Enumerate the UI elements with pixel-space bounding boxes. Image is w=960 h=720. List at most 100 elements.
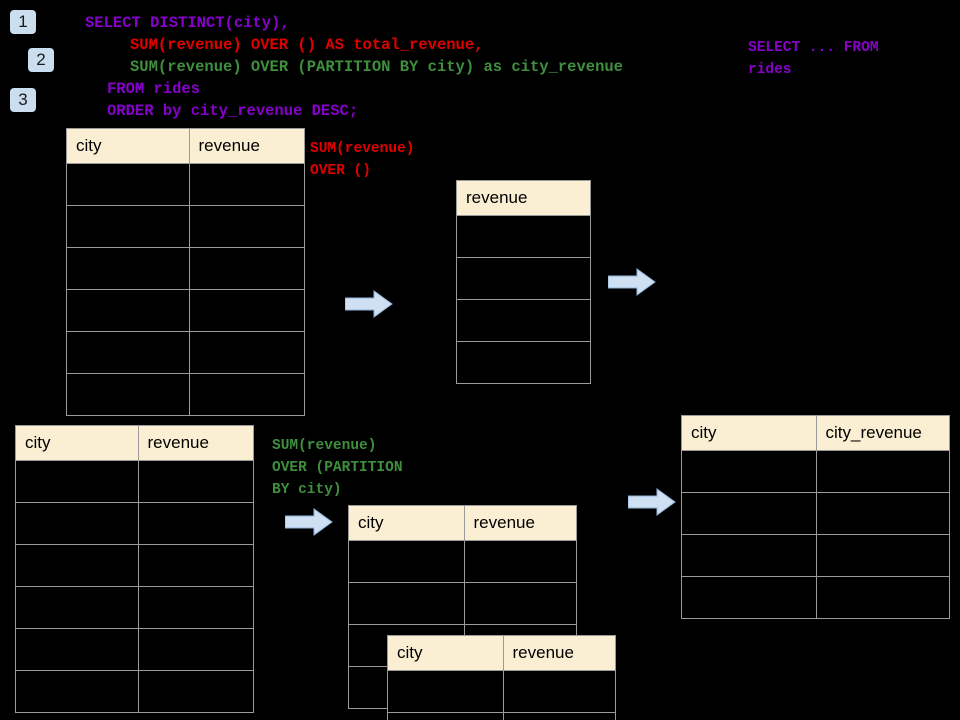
- table-cell-empty: [463, 540, 577, 583]
- table-row: [66, 331, 305, 374]
- table-row: [348, 540, 577, 583]
- table-cell-empty: [456, 299, 591, 342]
- table-cell-empty: [66, 373, 190, 416]
- table-row: [456, 299, 591, 342]
- table-cell-empty: [387, 712, 504, 720]
- table-row: [66, 289, 305, 332]
- column-header-revenue: revenue: [463, 505, 577, 541]
- table-row: [456, 341, 591, 384]
- total-revenue-table: revenue: [456, 180, 591, 384]
- annotation-sum-over-partition: SUM(revenue) OVER (PARTITION BY city): [272, 438, 403, 498]
- column-header-revenue: revenue: [456, 180, 591, 216]
- table-row: [681, 492, 950, 535]
- arrow-source-to-total: [344, 290, 393, 318]
- column-header-city_revenue: city_revenue: [815, 415, 950, 451]
- table-cell-empty: [15, 460, 139, 503]
- step-badge-3: 3: [10, 88, 36, 112]
- table-cell-empty: [348, 540, 465, 583]
- table-row: [456, 257, 591, 300]
- table-cell-empty: [815, 492, 950, 535]
- table-cell-empty: [66, 289, 190, 332]
- table-row: [66, 205, 305, 248]
- table-row: [387, 712, 616, 720]
- table-cell-empty: [681, 492, 817, 535]
- table-row: [66, 163, 305, 206]
- table-row: [15, 586, 254, 629]
- table-cell-empty: [815, 576, 950, 619]
- table-cell-empty: [681, 534, 817, 577]
- table-cell-empty: [815, 534, 950, 577]
- table-cell-empty: [456, 215, 591, 258]
- table-cell-empty: [188, 247, 305, 290]
- table-row: [66, 247, 305, 290]
- column-header-city: city: [681, 415, 817, 451]
- table-cell-empty: [66, 331, 190, 374]
- arrow-total-to-result: [607, 268, 656, 296]
- table-cell-empty: [15, 502, 139, 545]
- sql-line-5: ORDER by city_revenue DESC;: [107, 102, 359, 120]
- table-cell-empty: [66, 247, 190, 290]
- table-cell-empty: [15, 544, 139, 587]
- table-cell-empty: [463, 582, 577, 625]
- table-row: [66, 373, 305, 416]
- table-cell-empty: [188, 163, 305, 206]
- sql-line-4: FROM rides: [107, 80, 201, 98]
- table-row: [15, 460, 254, 503]
- column-header-city: city: [66, 128, 190, 164]
- column-header-city: city: [387, 635, 504, 671]
- table-row: [681, 450, 950, 493]
- annotation-sum-over-empty: SUM(revenue) OVER (): [310, 141, 415, 179]
- table-header-row: revenue: [456, 180, 591, 216]
- table-cell-empty: [188, 289, 305, 332]
- table-cell-empty: [15, 670, 139, 713]
- table-row: [348, 582, 577, 625]
- table-row: [681, 576, 950, 619]
- table-cell-empty: [387, 670, 504, 713]
- table-cell-empty: [137, 544, 254, 587]
- table-cell-empty: [681, 576, 817, 619]
- table-cell-empty: [188, 205, 305, 248]
- table-cell-empty: [137, 628, 254, 671]
- table-row: [15, 670, 254, 713]
- table-cell-empty: [15, 628, 139, 671]
- table-cell-empty: [66, 163, 190, 206]
- table-row: [681, 534, 950, 577]
- table-cell-empty: [137, 502, 254, 545]
- table-cell-empty: [456, 341, 591, 384]
- table-cell-empty: [348, 582, 465, 625]
- sql-line-3: SUM(revenue) OVER (PARTITION BY city) as…: [130, 58, 623, 76]
- column-header-revenue: revenue: [137, 425, 254, 461]
- arrow-source-to-partition: [284, 508, 333, 536]
- column-header-city: city: [348, 505, 465, 541]
- table-row: [15, 502, 254, 545]
- table-cell-empty: [137, 670, 254, 713]
- table-cell-empty: [137, 460, 254, 503]
- table-cell-empty: [15, 586, 139, 629]
- table-cell-empty: [681, 450, 817, 493]
- table-cell-empty: [502, 670, 616, 713]
- table-cell-empty: [815, 450, 950, 493]
- sql-line-2: SUM(revenue) OVER () AS total_revenue,: [130, 36, 484, 54]
- annotation-select-from-rides: SELECT ... FROM rides: [748, 40, 879, 78]
- table-row: [15, 628, 254, 671]
- table-row: [15, 544, 254, 587]
- step-badge-2: 2: [28, 48, 54, 72]
- table-cell-empty: [456, 257, 591, 300]
- column-header-city: city: [15, 425, 139, 461]
- column-header-revenue: revenue: [188, 128, 305, 164]
- table-row: [387, 670, 616, 713]
- step-badge-1: 1: [10, 10, 36, 34]
- column-header-revenue: revenue: [502, 635, 616, 671]
- sql-line-1: SELECT DISTINCT(city),: [85, 14, 290, 32]
- arrow-partition-to-result: [627, 488, 676, 516]
